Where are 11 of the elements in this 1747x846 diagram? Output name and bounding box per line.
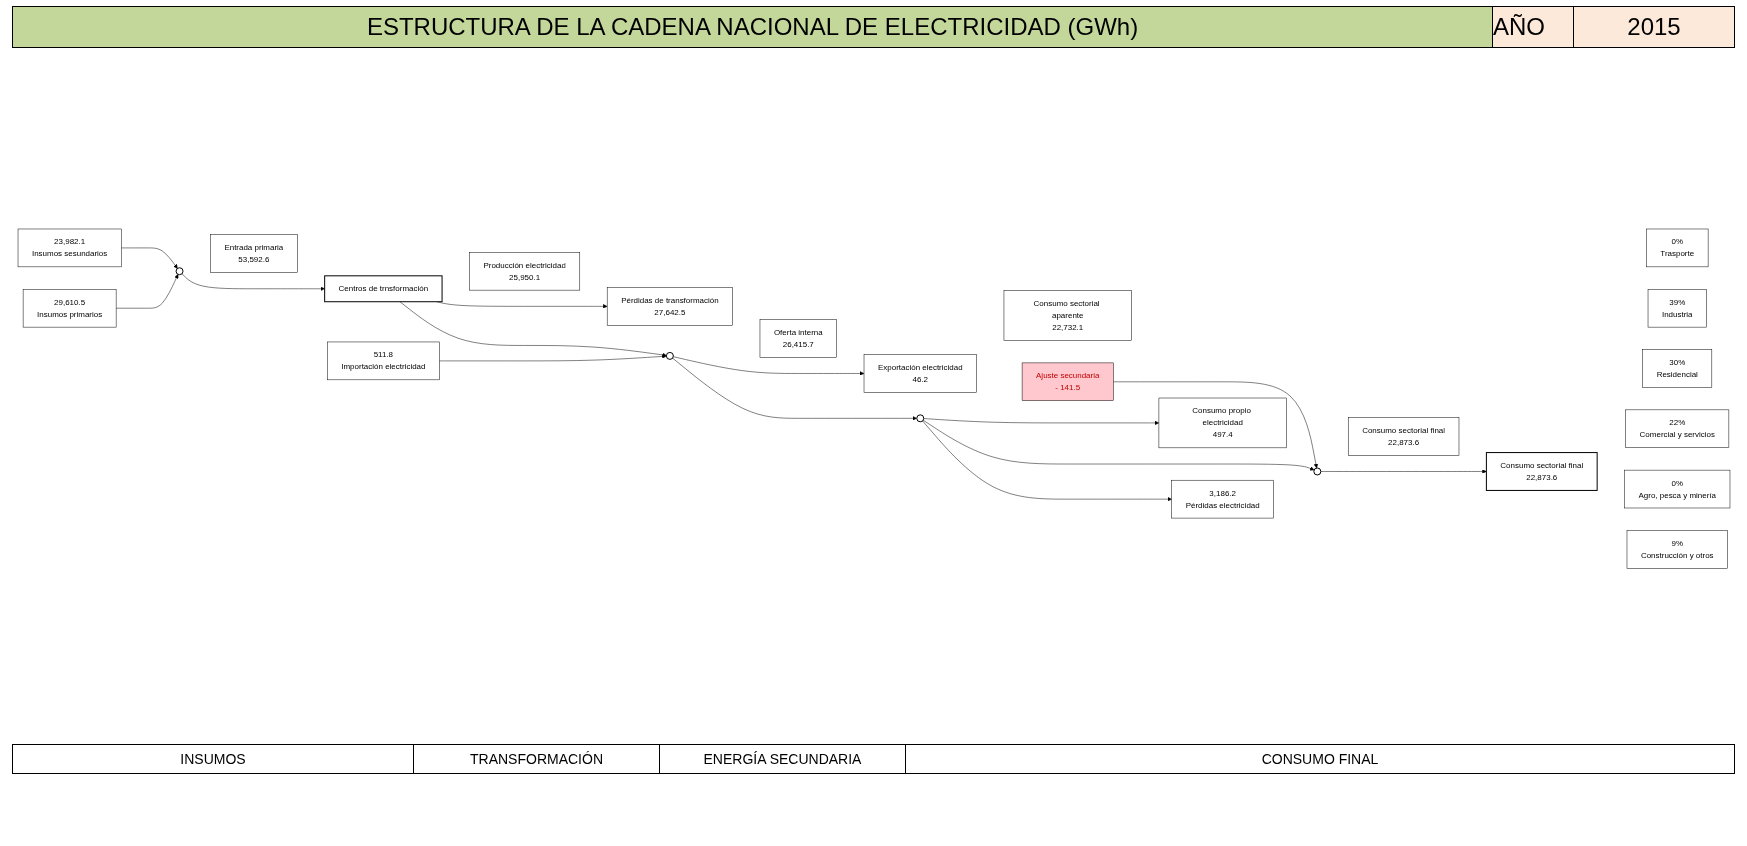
node-circle — [915, 414, 924, 423]
node-circle — [1312, 467, 1321, 476]
stage-header-cell: ENERGÍA SECUNDARIA — [660, 745, 906, 773]
node-circle — [175, 267, 183, 276]
year-value-cell: 2015 — [1574, 7, 1734, 47]
title-cell: ESTRUCTURA DE LA CADENA NACIONAL DE ELECTRICIDAD (GWh) — [13, 7, 1493, 47]
stage-header-cell: INSUMOS — [13, 745, 414, 773]
node-circle — [665, 352, 674, 361]
stage-header-cell-text: CONSUMO FINAL — [1260, 750, 1380, 769]
year-label-cell: AÑO — [1493, 7, 1574, 47]
stage-header-cell: TRANSFORMACIÓN — [414, 745, 660, 773]
